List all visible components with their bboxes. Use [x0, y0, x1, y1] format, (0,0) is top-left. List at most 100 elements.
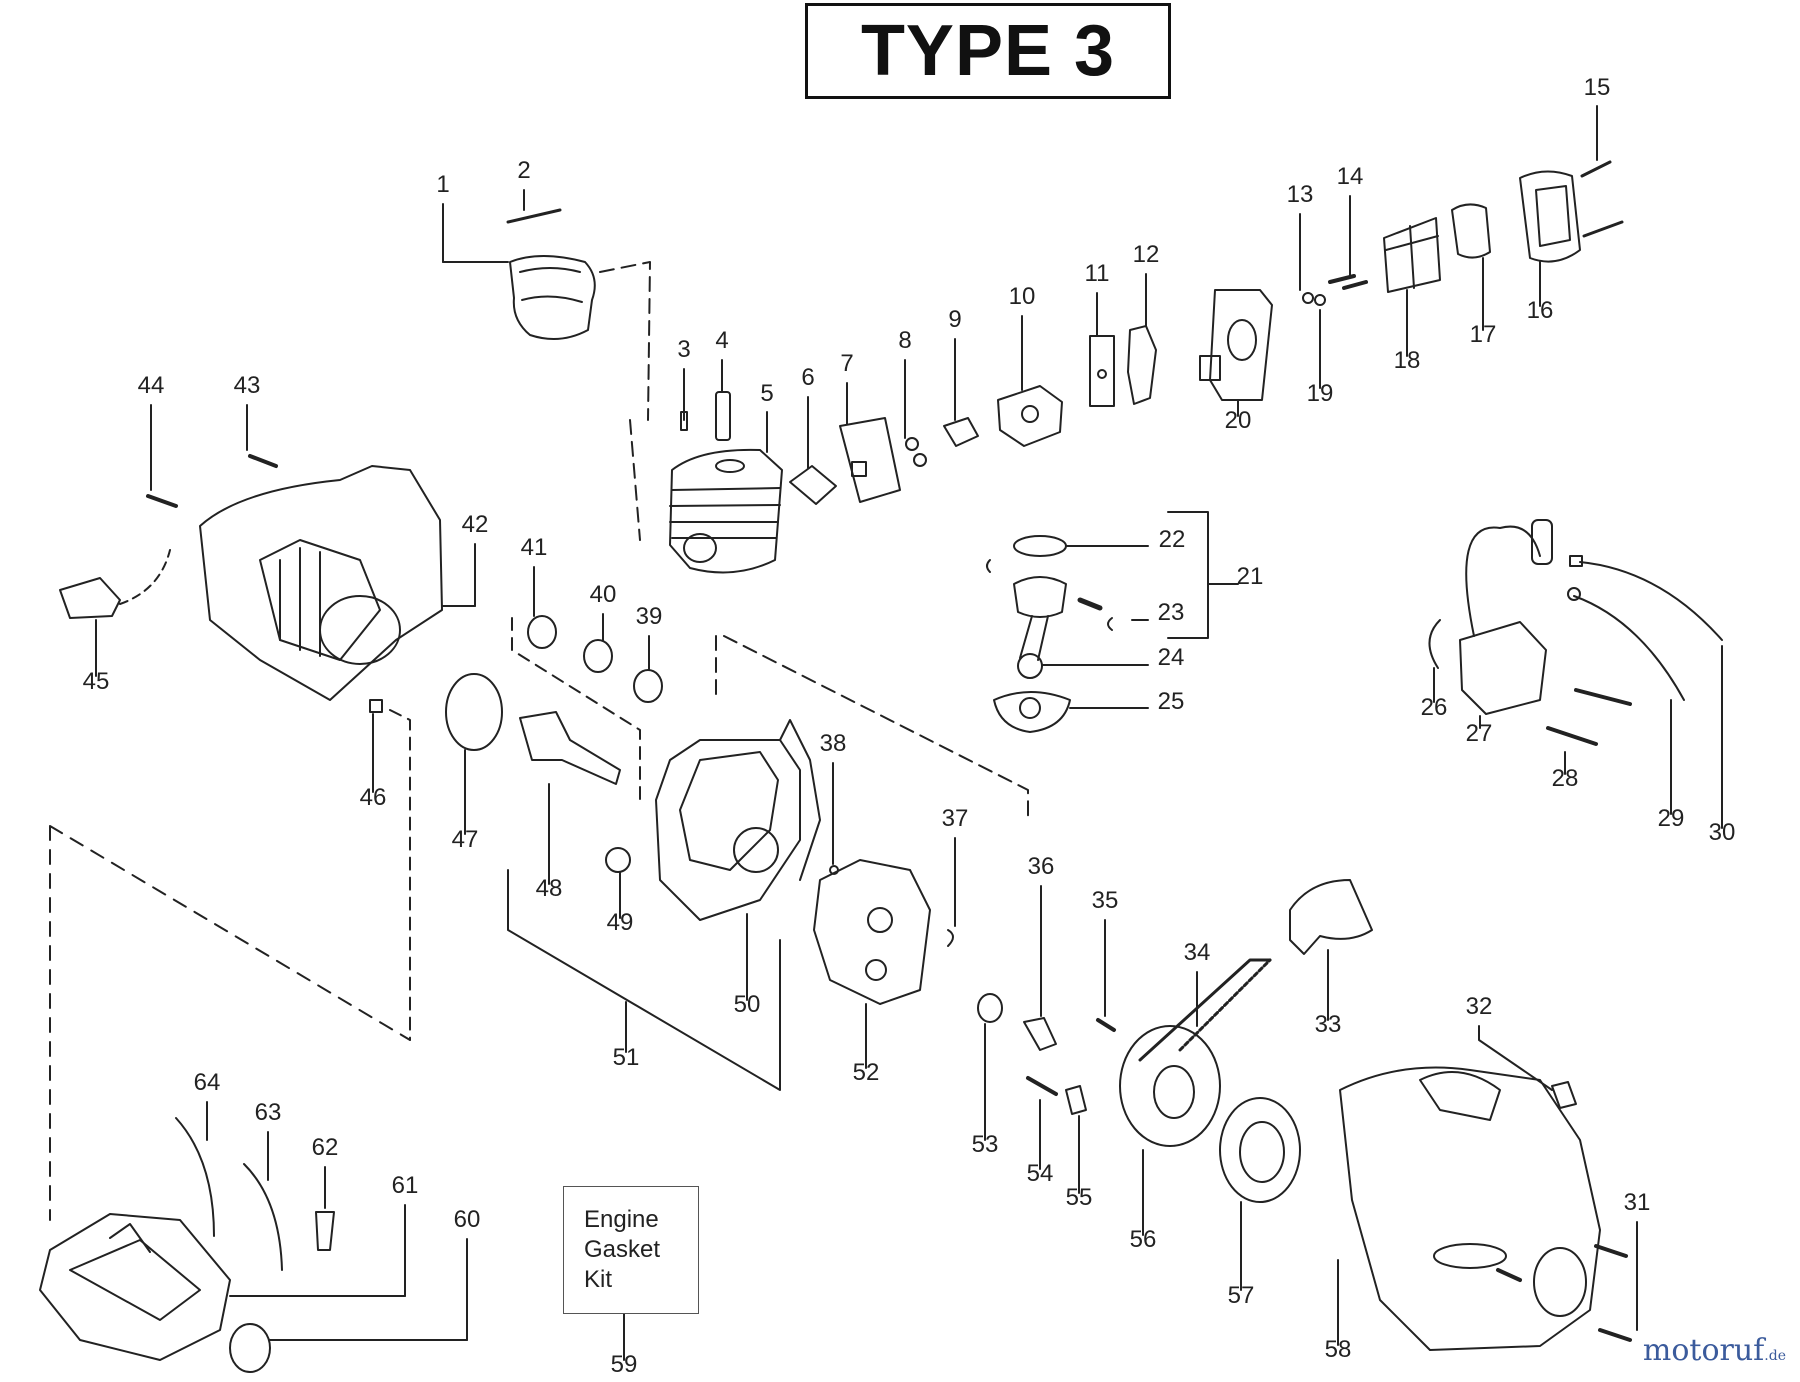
callout-2: 2 [517, 157, 530, 184]
callout-53: 53 [972, 1131, 999, 1158]
callout-59: 59 [611, 1351, 638, 1378]
part-55-pawl [1065, 1085, 1087, 1194]
callout-9: 9 [948, 306, 961, 333]
callout-58: 58 [1325, 1336, 1352, 1363]
callout-37: 37 [942, 805, 969, 832]
part-34-rope [1178, 958, 1272, 1052]
part-9-gasket [943, 338, 979, 447]
part-61-engine-shroud [39, 825, 411, 1361]
part-43-screw [246, 404, 278, 468]
part-41-bearing [527, 566, 557, 649]
callout-33: 33 [1315, 1011, 1342, 1038]
part-14-screws [1328, 195, 1368, 290]
part-48-crankshaft [519, 711, 621, 885]
part-50-crankcase [655, 635, 1029, 1001]
callout-11: 11 [1085, 260, 1110, 287]
part-20-air-box [1199, 289, 1273, 417]
part-57-recoil-spring [1219, 1097, 1301, 1291]
part-32-clip [1478, 1025, 1577, 1109]
part-46-screw [369, 699, 411, 1041]
part-62-plug [315, 1166, 335, 1251]
part-16-air-cover [1519, 170, 1581, 307]
part-10-carburetor [997, 315, 1063, 447]
callout-16: 16 [1527, 297, 1554, 324]
callout-62: 62 [312, 1134, 339, 1161]
callout-3: 3 [677, 336, 690, 363]
part-29-wire [1567, 587, 1685, 815]
callout-48: 48 [536, 875, 563, 902]
callout-64: 64 [194, 1069, 221, 1096]
callout-25: 25 [1158, 688, 1185, 715]
callout-8: 8 [898, 327, 911, 354]
callout-13: 13 [1287, 181, 1314, 208]
part-37-clip [947, 837, 956, 947]
callout-21: 21 [1237, 563, 1264, 590]
callout-20: 20 [1225, 407, 1252, 434]
callout-45: 45 [83, 668, 110, 695]
part-58-starter-housing [1337, 1066, 1601, 1351]
callout-12: 12 [1133, 241, 1160, 268]
callout-23: 23 [1158, 599, 1185, 626]
part-12-bracket [1127, 273, 1157, 405]
callout-63: 63 [255, 1099, 282, 1126]
callout-42: 42 [462, 511, 489, 538]
kit-label-line-1: Engine [584, 1206, 659, 1233]
part-21-bracket [1167, 511, 1239, 639]
part-8-screws [904, 359, 927, 467]
callout-44: 44 [138, 372, 165, 399]
callout-28: 28 [1552, 765, 1579, 792]
part-13-washer [1299, 213, 1314, 304]
part-6-gasket [789, 396, 837, 505]
callout-22: 22 [1159, 526, 1186, 553]
part-33-handle [1289, 879, 1373, 1021]
callout-26: 26 [1421, 694, 1448, 721]
part-56-pulley [1119, 958, 1272, 1236]
part-38-pin [829, 762, 839, 875]
part-11-plate [1089, 292, 1115, 407]
part-18-filter-frame [1383, 217, 1441, 357]
callout-39: 39 [636, 603, 663, 630]
callout-18: 18 [1394, 347, 1421, 374]
part-30-wire [1569, 555, 1723, 829]
part-52-crankcase-cover [813, 859, 931, 1069]
callout-52: 52 [853, 1059, 880, 1086]
part-17-filter [1451, 203, 1491, 331]
part-49-seal [605, 847, 631, 919]
watermark-main: motoruf [1642, 1333, 1765, 1368]
part-51-bracket [507, 869, 781, 1091]
part-60-knob [229, 1238, 468, 1373]
part-47-o-ring [445, 673, 503, 835]
callout-54: 54 [1027, 1160, 1054, 1187]
title-box: TYPE 3 [805, 3, 1171, 99]
part-54-screw [1026, 1076, 1058, 1170]
watermark-logo: motoruf.de [1643, 1333, 1786, 1368]
part-19-washer [1314, 294, 1326, 389]
callout-60: 60 [454, 1206, 481, 1233]
callout-47: 47 [452, 826, 479, 853]
callout-55: 55 [1066, 1184, 1093, 1211]
watermark-suffix: .de [1764, 1348, 1786, 1364]
callout-27: 27 [1466, 720, 1493, 747]
callout-31: 31 [1624, 1189, 1651, 1216]
engine-gasket-kit-box: Engine Gasket Kit [563, 1186, 699, 1314]
callout-5: 5 [760, 380, 773, 407]
part-44-screw [146, 404, 178, 508]
callout-61: 61 [392, 1172, 419, 1199]
part-15-screws [1580, 105, 1624, 238]
callout-36: 36 [1028, 853, 1055, 880]
kit-label-line-2: Gasket [584, 1236, 661, 1263]
part-26-spring [1428, 619, 1441, 703]
callout-10: 10 [1009, 283, 1036, 310]
callout-51: 51 [613, 1044, 640, 1071]
kit-label-line-3: Kit [584, 1266, 613, 1293]
part-28-bolts [1546, 688, 1632, 775]
part-27-ignition-module [1459, 519, 1553, 729]
part-63-fuel-line [243, 1131, 283, 1271]
part-4-spark-plug [680, 359, 731, 441]
callout-32: 32 [1466, 993, 1493, 1020]
part-42-fan-housing [199, 465, 476, 701]
callout-30: 30 [1709, 819, 1736, 846]
callout-56: 56 [1130, 1226, 1157, 1253]
